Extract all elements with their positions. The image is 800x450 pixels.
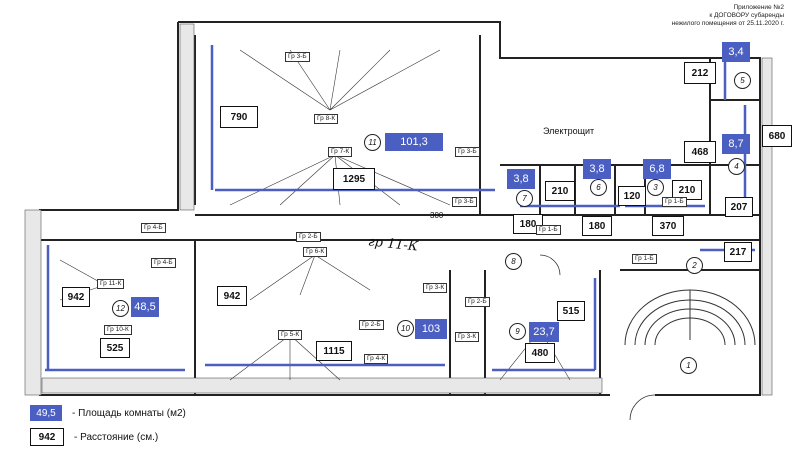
area-label: 23,7: [529, 322, 559, 342]
distance-label: 180: [582, 216, 612, 236]
area-label: 3,4: [722, 42, 750, 62]
distance-label: 300: [430, 211, 444, 220]
distance-label: 120: [618, 186, 646, 206]
area-label: 8,7: [722, 134, 750, 154]
distance-label: 942: [62, 287, 90, 307]
room-number: 10: [397, 320, 414, 337]
legend-area-swatch: 49,5: [30, 405, 62, 421]
distance-label: 207: [725, 197, 753, 217]
room-number: 9: [509, 323, 526, 340]
wall-hatching: [24, 23, 773, 396]
distance-label: 1295: [333, 168, 375, 190]
header-line: к ДОГОВОРУ субаренды: [709, 12, 784, 19]
area-label: 3,8: [507, 169, 535, 189]
distance-label: 217: [724, 242, 752, 262]
header-line: нежилого помещения от 25.11.2020 г.: [671, 20, 784, 27]
legend-distance-text: - Расстояние (см.): [74, 431, 159, 443]
distance-label: 515: [557, 301, 585, 321]
auditorium-seating: [624, 289, 756, 346]
group-label: Гр 3-Б: [455, 147, 480, 157]
room-number: 8: [505, 253, 522, 270]
area-label: 48,5: [131, 297, 159, 317]
distance-label: 210: [545, 181, 575, 201]
distance-label: 210: [672, 180, 702, 200]
group-label: Гр 3-К: [423, 283, 448, 293]
room-number: 12: [112, 300, 129, 317]
distance-label: 180: [513, 214, 543, 234]
distance-label: 942: [217, 286, 247, 306]
group-label: Гр 3-Б: [452, 197, 477, 207]
electric-panel-label: Электрощит: [543, 126, 595, 136]
group-label: Гр 5-К: [278, 330, 303, 340]
group-label: Гр 1-Б: [632, 254, 657, 264]
room-number: 4: [728, 158, 745, 175]
group-label: Гр 4-К: [364, 354, 389, 364]
group-label: Гр 3-Б: [285, 52, 310, 62]
room-number: 2: [686, 257, 703, 274]
group-label: Гр 2-Б: [296, 232, 321, 242]
group-label: Гр 1-Б: [662, 197, 687, 207]
legend-area-row: 49,5 - Площадь комнаты (м2): [30, 405, 186, 421]
group-label: Гр 2-Б: [465, 297, 490, 307]
group-label: Гр 6-К: [303, 247, 328, 257]
legend-distance-swatch: 942: [30, 428, 64, 446]
group-label: Гр 2-Б: [359, 320, 384, 330]
group-label: Гр 1-Б: [536, 225, 561, 235]
room-number: 7: [516, 190, 533, 207]
distance-label: 1115: [316, 341, 352, 361]
room-number: 5: [734, 72, 751, 89]
distance-label: 212: [684, 62, 716, 84]
group-label: Гр 11-К: [97, 279, 125, 289]
area-label: 101,3: [385, 133, 443, 151]
room-number: 6: [590, 179, 607, 196]
legend-area-text: - Площадь комнаты (м2): [72, 407, 186, 419]
group-label: Гр 4-Б: [141, 223, 166, 233]
room-number: 1: [680, 357, 697, 374]
group-label: Гр 10-К: [104, 325, 132, 335]
room-number: 3: [647, 179, 664, 196]
group-label: Гр 8-К: [314, 114, 339, 124]
doors: [539, 254, 656, 421]
group-label: Гр 4-Б: [151, 258, 176, 268]
area-label: 6,8: [643, 159, 671, 179]
distance-label: 790: [220, 106, 258, 128]
room-number: 11: [364, 134, 381, 151]
header-caption: Приложение №2 к ДОГОВОРУ субаренды нежил…: [614, 4, 784, 28]
distance-label: 480: [525, 343, 555, 363]
group-label: Гр 3-К: [455, 332, 480, 342]
walls: [39, 21, 761, 396]
header-line: Приложение №2: [733, 4, 784, 11]
area-label: 3,8: [583, 159, 611, 179]
distance-label: 468: [684, 141, 716, 163]
distance-label: 370: [652, 216, 684, 236]
group-label: Гр 7-К: [328, 147, 353, 157]
legend-distance-row: 942 - Расстояние (см.): [30, 428, 158, 446]
area-label: 103: [415, 319, 447, 339]
distance-label: 525: [100, 338, 130, 358]
distance-label: 680: [762, 125, 792, 147]
